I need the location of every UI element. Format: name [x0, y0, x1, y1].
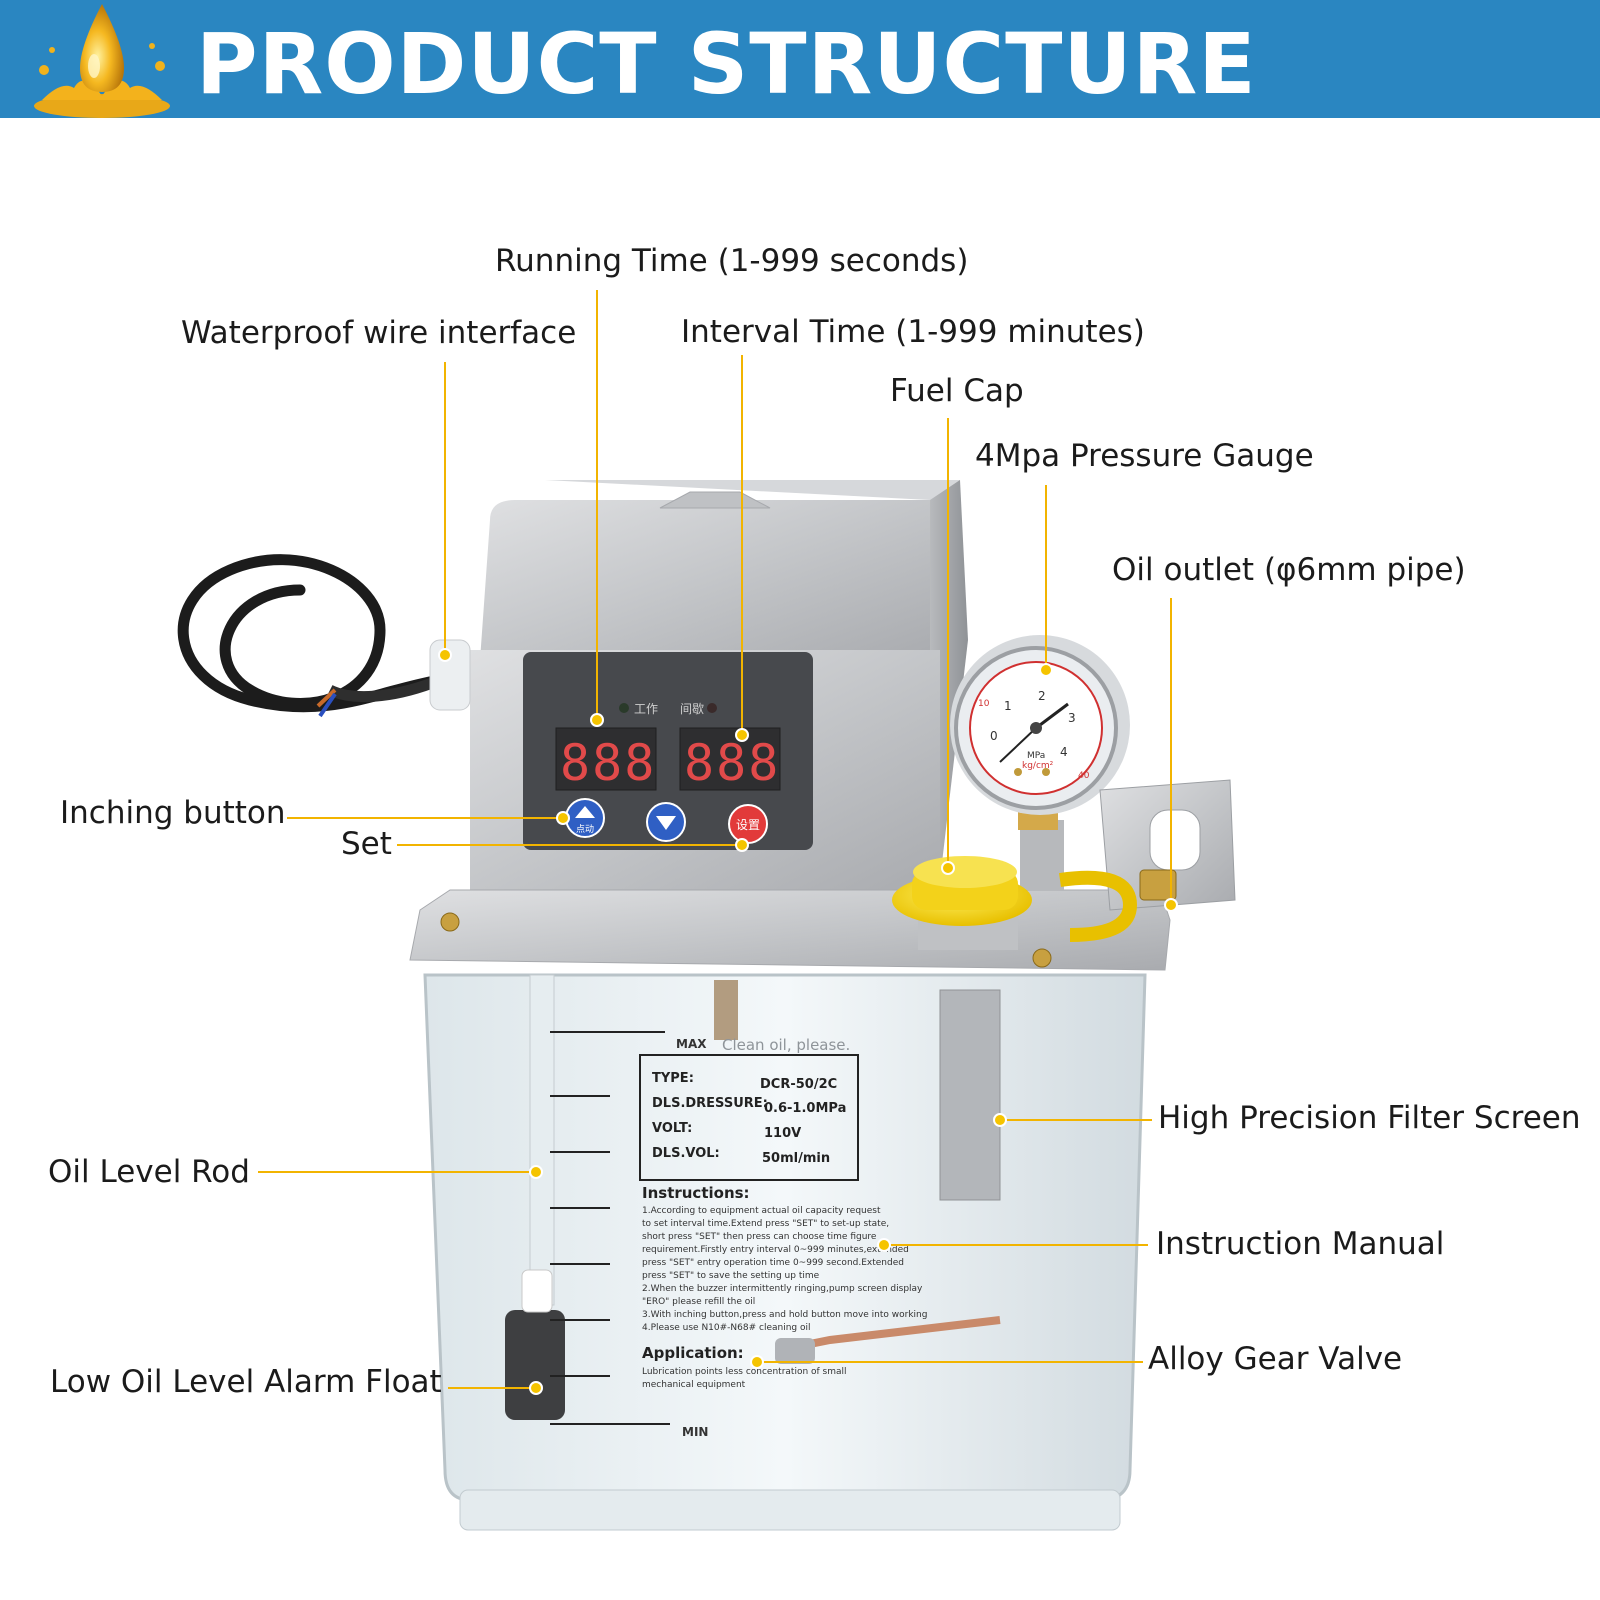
top-plate [409, 889, 1171, 971]
clean-oil-note: Clean oil, please. [722, 1036, 850, 1054]
interval-indicator-icon [707, 703, 717, 713]
spec-vol-label: DLS.VOL: [652, 1146, 720, 1161]
down-arrow-icon [656, 816, 676, 830]
up-button[interactable]: 点动 [565, 798, 605, 838]
instruction-manual: Instructions: 1.According to equipment a… [642, 1184, 927, 1390]
instructions-line: press "SET" entry operation time 0~999 s… [642, 1258, 904, 1268]
leader-lines [258, 290, 1172, 1389]
instructions-title: Instructions: [642, 1184, 750, 1202]
spec-pressure-label: DLS.DRESSURE: [652, 1096, 768, 1111]
label-inching-button: Inching button [60, 795, 286, 831]
label-instruction-manual: Instruction Manual [1156, 1226, 1445, 1262]
pressure-gauge: 0 1 2 3 4 10 40 MPa kg/cm² [950, 635, 1130, 890]
set-button[interactable]: 设置 [728, 804, 768, 844]
interval-indicator-label: 间歇 [680, 702, 704, 716]
spec-vol-value: 50ml/min [762, 1151, 830, 1166]
application-title: Application: [642, 1344, 744, 1362]
mounting-bracket [1099, 779, 1236, 911]
label-running-time: Running Time (1-999 seconds) [495, 243, 969, 279]
spec-volt-label: VOLT: [652, 1121, 692, 1136]
label-alloy-gear-valve: Alloy Gear Valve [1148, 1341, 1403, 1377]
fuel-cap [892, 856, 1138, 950]
set-button-label: 设置 [736, 818, 760, 832]
alloy-gear-valve [775, 1316, 1001, 1364]
application-line: mechanical equipment [642, 1380, 746, 1390]
instructions-line: 3.With inching button,press and hold but… [642, 1310, 927, 1320]
label-fuel-cap: Fuel Cap [890, 373, 1024, 409]
gauge-unit: MPa [1027, 751, 1045, 761]
label-pressure-gauge: 4Mpa Pressure Gauge [975, 438, 1314, 474]
spec-type-label: TYPE: [652, 1071, 694, 1086]
instructions-line: 1.According to equipment actual oil capa… [642, 1206, 881, 1216]
instructions-line: 4.Please use N10#-N68# cleaning oil [642, 1323, 811, 1333]
oil-outlet [1139, 869, 1177, 901]
instructions-line: press "SET" to save the setting up time [642, 1271, 820, 1281]
label-set: Set [341, 826, 392, 862]
up-button-sublabel: 点动 [576, 824, 594, 835]
gauge-unit2: kg/cm² [1022, 761, 1054, 771]
label-interval-time: Interval Time (1-999 minutes) [681, 314, 1145, 350]
instructions-line: requirement.Firstly entry interval 0~999… [642, 1245, 909, 1255]
header-banner: PRODUCT STRUCTURE [0, 0, 1600, 118]
label-filter-screen: High Precision Filter Screen [1158, 1100, 1581, 1136]
gauge-tick-2: 2 [1038, 689, 1046, 703]
control-panel: 工作 间歇 888 888 [523, 652, 813, 850]
spec-type-value: DCR-50/2C [760, 1077, 837, 1092]
work-indicator-icon [619, 703, 629, 713]
oil-tank: MAX Clean oil, please. MIN [423, 973, 1147, 1531]
gauge-tick-3: 3 [1068, 711, 1076, 725]
spec-plate: TYPE: DCR-50/2C DLS.DRESSURE: 0.6-1.0MPa… [639, 1054, 859, 1181]
spec-pressure-value: 0.6-1.0MPa [764, 1101, 846, 1116]
up-arrow-icon [575, 806, 595, 818]
down-button[interactable] [646, 802, 686, 842]
label-low-oil-float: Low Oil Level Alarm Float [50, 1364, 442, 1400]
leader-markers [438, 648, 1178, 1395]
application-line: Lubrication points less concentration of… [642, 1367, 847, 1377]
oil-drop-icon [34, 4, 170, 118]
min-mark: MIN [682, 1425, 708, 1439]
gauge-tick-0: 0 [990, 729, 998, 743]
instructions-line: "ERO" please refill the oil [642, 1297, 755, 1307]
display-left: 888 [560, 734, 656, 792]
instructions-line: short press "SET" then press can choose … [642, 1232, 877, 1242]
max-mark: MAX [676, 1037, 707, 1051]
gauge-outer-40: 40 [1078, 771, 1090, 781]
page-title: PRODUCT STRUCTURE [196, 15, 1257, 113]
power-cable [177, 554, 446, 718]
gauge-outer-10: 10 [978, 699, 990, 709]
gauge-tick-4: 4 [1060, 745, 1068, 759]
label-oil-outlet: Oil outlet (φ6mm pipe) [1112, 552, 1466, 588]
label-oil-level-rod: Oil Level Rod [48, 1154, 250, 1190]
instructions-line: to set interval time.Extend press "SET" … [642, 1219, 889, 1229]
work-indicator-label: 工作 [634, 702, 658, 716]
display-right: 888 [684, 734, 780, 792]
gauge-tick-1: 1 [1004, 699, 1012, 713]
spec-volt-value: 110V [764, 1126, 801, 1141]
label-waterproof-wire: Waterproof wire interface [181, 315, 577, 351]
instructions-line: 2.When the buzzer intermittently ringing… [642, 1284, 923, 1294]
